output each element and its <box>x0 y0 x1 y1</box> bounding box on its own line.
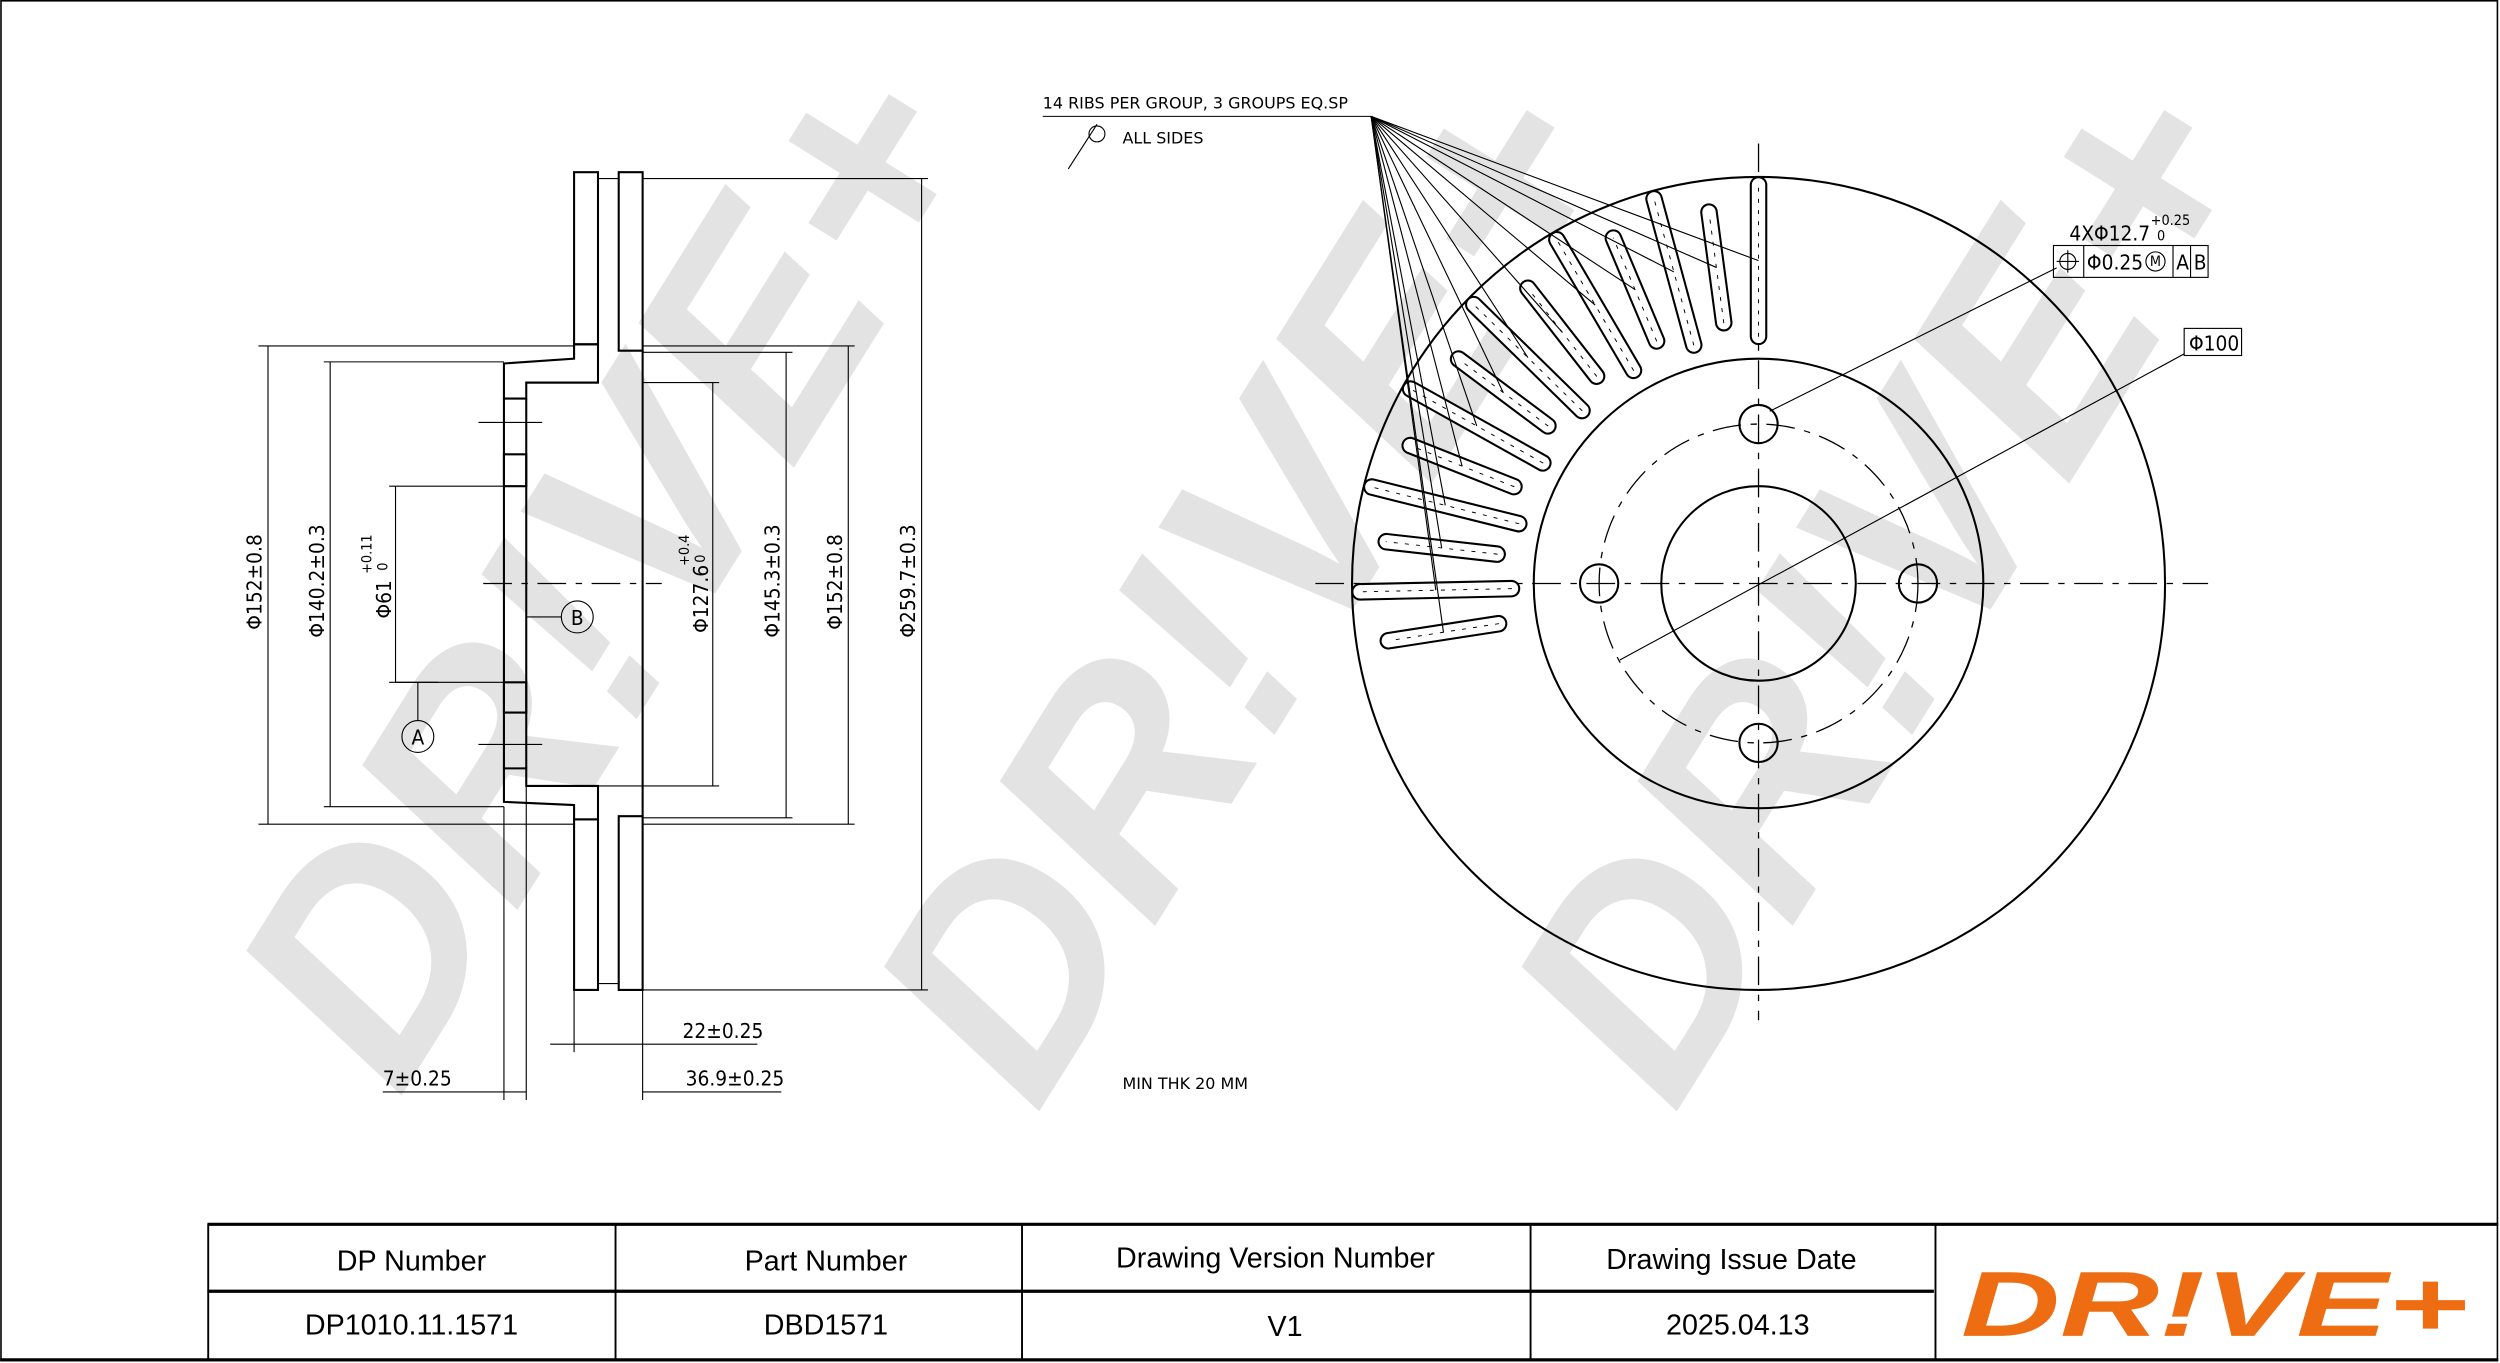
bolt-hole <box>1897 563 1939 604</box>
ribs-note: 14 RIBS PER GROUP, 3 GROUPS EQ.SP <box>1043 93 1349 112</box>
rib <box>1385 541 1498 555</box>
dim-width-7: 7±0.25 <box>383 1067 452 1091</box>
bolt-circle <box>1598 423 1919 744</box>
rib <box>1556 239 1634 371</box>
value-part-number: DBD1571 <box>764 1309 888 1341</box>
rib <box>1612 237 1658 342</box>
header-drawing-version: Drawing Version Number <box>1116 1242 1435 1274</box>
header-dp-number: DP Number <box>337 1246 487 1278</box>
svg-text:A: A <box>2176 250 2189 274</box>
datum-b-label: B <box>571 606 584 630</box>
header-issue-date: Drawing Issue Date <box>1606 1244 1856 1276</box>
rib-leader <box>1370 116 1443 549</box>
min-thickness-note: MIN THK 20 MM <box>1122 1074 1248 1093</box>
center-bore <box>1660 485 1857 682</box>
rib-leader <box>1370 116 1446 506</box>
rib <box>1458 358 1549 427</box>
title-block: DP Number Part Number Drawing Version Nu… <box>0 1222 2499 1362</box>
rib-leader <box>1370 115 1636 291</box>
datum-b-marker <box>560 600 594 634</box>
drive-logo: DR!VE+ <box>1961 1252 2468 1356</box>
dim-d145: Φ145.3±0.3 <box>761 524 785 637</box>
rib-leader <box>1370 116 1463 467</box>
dim-d152-right: Φ152±0.8 <box>823 534 847 630</box>
svg-text:DR!VE+: DR!VE+ <box>1961 1252 2468 1356</box>
rib <box>1409 445 1515 488</box>
header-part-number: Part Number <box>745 1246 908 1278</box>
svg-text:+0.11: +0.11 <box>360 534 376 574</box>
svg-text:+0.4: +0.4 <box>677 535 693 566</box>
rib-leader <box>1370 116 1529 358</box>
svg-text:+0.25: +0.25 <box>2151 213 2191 229</box>
svg-text:0: 0 <box>693 555 709 563</box>
rib-leader <box>1370 115 1759 262</box>
dim-d259: Φ259.7±0.3 <box>896 524 920 637</box>
section-view: A B Φ152±0.8 Φ140.2±0.3 Φ61 +0.11 0 Φ127… <box>243 171 928 1100</box>
dim-d127: Φ127.6 +0.4 0 <box>677 535 713 633</box>
rib <box>1410 388 1544 464</box>
rib-leader <box>1370 116 1445 633</box>
bolt-hole <box>1738 403 1779 445</box>
rib-leader <box>1370 116 1563 333</box>
rib <box>1473 304 1583 412</box>
bolt-hole <box>1578 563 1620 604</box>
value-issue-date: 2025.04.13 <box>1666 1309 1810 1341</box>
svg-text:B: B <box>2194 250 2207 274</box>
rib <box>1371 486 1520 525</box>
position-tolerance-frame: Φ0.25 M A B <box>2052 244 2209 278</box>
rib <box>1527 287 1598 377</box>
svg-text:Φ127.6: Φ127.6 <box>689 565 713 633</box>
dim-width-36: 36.9±0.25 <box>686 1067 785 1091</box>
svg-text:M: M <box>2150 254 2161 270</box>
position-icon <box>2056 250 2079 273</box>
svg-text:Φ100: Φ100 <box>2189 332 2239 356</box>
rib <box>1359 588 1512 593</box>
rib-leader <box>1370 115 1596 306</box>
dim-d152-left: Φ152±0.8 <box>243 534 267 630</box>
rib <box>1387 623 1500 642</box>
svg-text:Φ61: Φ61 <box>372 580 396 618</box>
front-view: 14 RIBS PER GROUP, 3 GROUPS EQ.SP ALL SI… <box>1043 93 2243 1093</box>
rib <box>1653 198 1695 346</box>
svg-text:4XΦ12.7: 4XΦ12.7 <box>2069 222 2150 246</box>
svg-text:0: 0 <box>376 563 392 571</box>
value-dp-number: DP1010.11.1571 <box>305 1309 518 1341</box>
hub-edge <box>1532 357 1985 810</box>
value-drawing-version: V1 <box>1268 1311 1303 1343</box>
rib-leader <box>1370 115 1675 273</box>
svg-text:0: 0 <box>2157 229 2165 245</box>
all-sides-note: ALL SIDES <box>1122 128 1203 147</box>
rib-leader <box>1370 116 1504 393</box>
datum-a-marker <box>401 719 435 753</box>
bolt-hole <box>1738 722 1779 764</box>
rib <box>1708 211 1725 324</box>
dim-width-22: 22±0.25 <box>682 1019 763 1043</box>
dim-d61: Φ61 +0.11 0 <box>360 534 396 618</box>
svg-text:Φ0.25: Φ0.25 <box>2087 250 2143 274</box>
datum-a-label: A <box>411 725 424 749</box>
rib-leader <box>1370 116 1478 427</box>
hole-callout: 4XΦ12.7 +0.25 0 <box>2069 213 2190 246</box>
pcd-callout: Φ100 <box>2183 327 2243 357</box>
rib-leader <box>1370 115 1717 268</box>
dim-d140: Φ140.2±0.3 <box>305 524 329 637</box>
mmc-icon <box>2145 251 2166 272</box>
